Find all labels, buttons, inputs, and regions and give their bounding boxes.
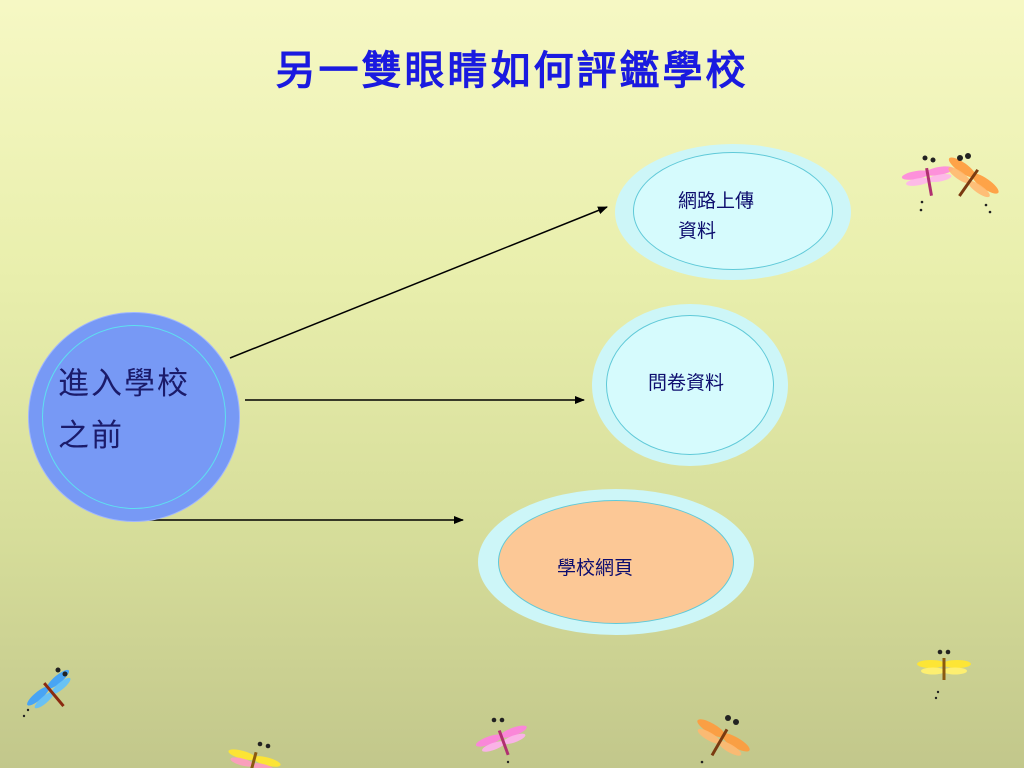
dragonfly-icon xyxy=(22,667,71,718)
target-questionnaire-inner xyxy=(606,315,774,455)
target-questionnaire xyxy=(592,304,788,466)
dragonfly-icon xyxy=(228,741,281,768)
dragonfly-icon xyxy=(917,649,971,700)
target-online-data-label: 網路上傳 資料 xyxy=(678,186,754,246)
target-online-data-inner xyxy=(633,152,833,270)
source-node-inner-ring xyxy=(42,325,226,509)
source-node-line1: 進入學校 xyxy=(58,366,190,402)
slide-title: 另一雙眼睛如何評鑑學校 xyxy=(275,47,749,94)
target-web-page-label: 學校網頁 xyxy=(557,557,634,579)
target-questionnaire-label: 問卷資料 xyxy=(648,372,725,394)
dragonfly-icon xyxy=(901,153,999,214)
target-web-page xyxy=(478,489,754,635)
target-online-data xyxy=(615,144,851,280)
dragonfly-icon xyxy=(475,717,527,764)
source-node-line2: 之前 xyxy=(58,418,124,454)
source-node-label: 進入學校 之前 xyxy=(58,358,190,462)
dragonfly-icon xyxy=(697,715,750,764)
arrow-to-online-data xyxy=(229,206,608,359)
target-web-page-inner xyxy=(498,500,734,624)
target-online-data-line2: 資料 xyxy=(678,220,717,242)
source-node xyxy=(28,312,240,522)
target-online-data-line1: 網路上傳 xyxy=(678,190,755,212)
